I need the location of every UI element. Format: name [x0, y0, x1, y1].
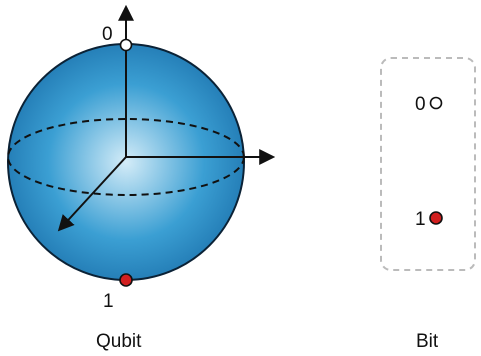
y-axis — [57, 156, 127, 232]
state-1-marker-icon — [119, 273, 133, 287]
qubit-caption: Qubit — [96, 331, 142, 352]
state-0-marker-icon — [119, 38, 133, 52]
bit-box — [380, 57, 476, 271]
bloch-sphere-icon — [7, 4, 276, 287]
bit-state-0-label: 0 — [415, 94, 426, 115]
bit-state-0-icon — [429, 96, 443, 110]
qubit-bottom-state-label: 1 — [103, 291, 114, 312]
bit-caption: Bit — [416, 331, 439, 352]
bit-state-1-icon — [429, 211, 443, 225]
bit-state-1-label: 1 — [415, 209, 426, 230]
qubit-top-state-label: 0 — [102, 24, 113, 45]
